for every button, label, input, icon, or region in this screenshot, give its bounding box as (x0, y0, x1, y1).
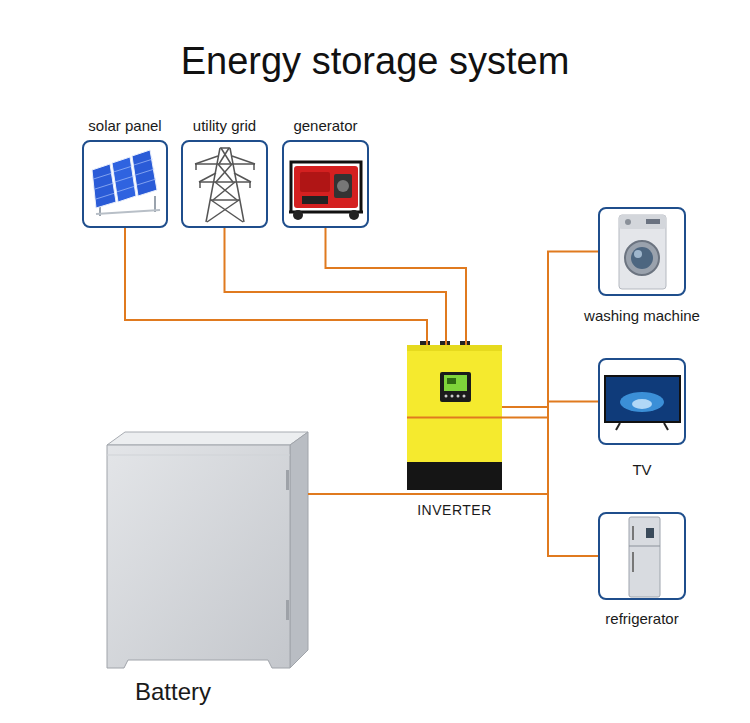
appliance-box: washing machine (598, 207, 686, 296)
wire-line (326, 228, 467, 345)
generator-icon (289, 162, 363, 220)
node-label: solar panel (88, 117, 161, 134)
power-wire (125, 228, 427, 345)
source-box: generator (282, 140, 369, 228)
power-wire (502, 252, 598, 408)
wire-line (125, 228, 427, 345)
diagram-title: Energy storage system (0, 40, 750, 84)
power-wire (502, 407, 598, 556)
tv-icon (604, 375, 681, 430)
power-wire (308, 418, 548, 495)
node-label: refrigerator (605, 610, 678, 627)
appliance-box: TV (598, 358, 686, 445)
inverter-icon (407, 341, 502, 490)
battery-icon (107, 432, 308, 668)
wire-line (502, 252, 598, 408)
node-label: Battery (135, 678, 211, 706)
solar-panel-icon (92, 150, 160, 216)
source-box: solar panel (82, 140, 168, 228)
washing-machine-icon (619, 215, 666, 289)
power-wire (225, 228, 447, 345)
refrigerator-icon (629, 517, 660, 597)
wire-line (225, 228, 447, 345)
inverter-box: INVERTER (407, 345, 502, 490)
appliance-box: refrigerator (598, 512, 686, 600)
node-label: TV (632, 461, 651, 478)
wire-line (502, 407, 598, 556)
source-box: utility grid (181, 140, 268, 228)
power-wire (326, 228, 467, 345)
node-label: washing machine (584, 307, 700, 324)
battery-box: Battery (107, 432, 308, 668)
node-label: utility grid (193, 117, 256, 134)
wire-line (308, 418, 548, 495)
pylon-icon (195, 148, 255, 222)
node-label: generator (293, 117, 357, 134)
node-label: INVERTER (417, 502, 492, 518)
